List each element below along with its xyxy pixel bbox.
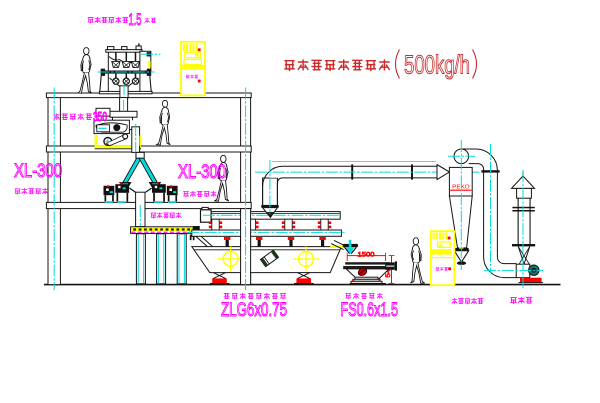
svg-text:ZLG6x0.75: ZLG6x0.75	[221, 300, 287, 321]
svg-text:548: 548	[385, 264, 392, 278]
svg-text:FS0.6x1.5: FS0.6x1.5	[341, 300, 399, 321]
svg-text:1500: 1500	[358, 251, 375, 258]
svg-text:XL-300: XL-300	[14, 161, 62, 182]
svg-text:500kg/h: 500kg/h	[404, 50, 470, 80]
svg-text:XL-300: XL-300	[178, 162, 226, 183]
svg-text:PEKO: PEKO	[452, 185, 470, 191]
svg-text:1.5: 1.5	[129, 10, 142, 29]
svg-text:350: 350	[93, 110, 107, 124]
